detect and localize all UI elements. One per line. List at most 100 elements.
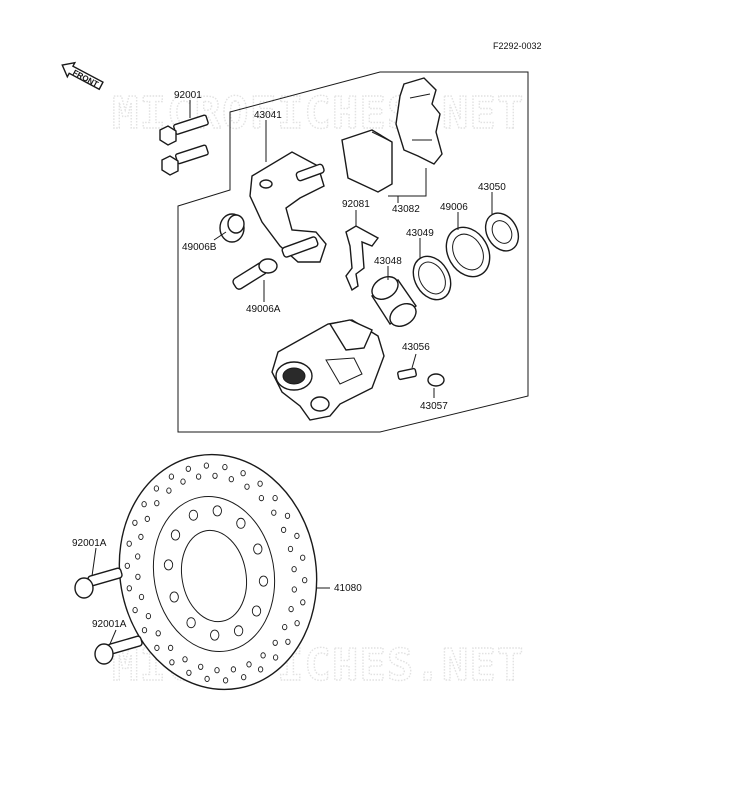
disc-hole [195, 473, 202, 480]
caliper-body [271, 319, 385, 421]
disc-hole [230, 666, 237, 673]
disc-hole [141, 627, 148, 634]
disc-hole [258, 575, 269, 587]
disc-hole [126, 585, 132, 592]
disc-hole [138, 533, 144, 540]
disc-hole [228, 476, 234, 483]
disc-hole [163, 559, 174, 571]
disc-hole [180, 478, 186, 485]
label-43041: 43041 [254, 110, 282, 121]
slide-pin-49006a [232, 258, 278, 290]
disc-hole [185, 465, 191, 472]
front-label: FRONT [71, 68, 100, 89]
bolt-92001-lower [161, 144, 209, 176]
disc-hole [141, 501, 147, 508]
label-49006a: 49006A [246, 304, 281, 315]
disc-hole [167, 644, 174, 651]
disc-hole [186, 617, 196, 629]
label-43048: 43048 [374, 256, 402, 267]
pad-spring [345, 225, 380, 292]
disc-hole [291, 586, 297, 593]
assembly-outline [177, 71, 529, 433]
disc-hole [253, 543, 263, 555]
disc-hole [251, 605, 262, 617]
disc-hole [124, 562, 130, 569]
disc-hole [186, 669, 192, 676]
disc-hole [241, 674, 247, 681]
disc-hole [154, 644, 160, 651]
disc-hole [153, 485, 160, 492]
disc-hole [210, 629, 220, 641]
disc-hole [203, 462, 210, 469]
label-92081: 92081 [342, 199, 370, 210]
piston-seal-ring [412, 255, 452, 301]
disc-hole [168, 473, 175, 480]
disc-hole [291, 566, 297, 573]
disc-hole [138, 593, 145, 601]
disc-hole [300, 599, 306, 606]
disc-hole [272, 654, 279, 661]
label-49006b: 49006B [182, 242, 217, 253]
label-92001: 92001 [174, 90, 202, 101]
label-92001a-lower: 92001A [92, 619, 127, 630]
disc-hole [272, 639, 278, 646]
disc-hole [280, 526, 287, 533]
disc-hole [236, 517, 246, 529]
disc-hole [222, 464, 228, 471]
disc-hole [287, 545, 294, 553]
disc-hole [169, 591, 179, 603]
disc-hole [272, 495, 278, 502]
caliper-piston [371, 276, 417, 327]
disc-hole [155, 630, 161, 637]
disc-hole [132, 519, 138, 526]
disc-hole [132, 607, 138, 614]
disc-hole [214, 667, 220, 674]
disc-hole [294, 620, 300, 627]
label-41080: 41080 [334, 583, 362, 594]
disc-bolt-lower [94, 635, 143, 665]
disc-hole [302, 577, 308, 584]
disc-hole [135, 553, 141, 560]
disc-hole [126, 540, 132, 547]
disc-hole [260, 652, 266, 659]
disc-hole [282, 624, 288, 631]
disc-hole [285, 638, 291, 645]
disc-hole [166, 487, 172, 494]
piston-boot [484, 212, 520, 252]
disc-hole [182, 656, 188, 663]
bleeder-cap [427, 373, 445, 387]
label-92001a-upper: 92001A [72, 538, 107, 549]
pin-boot-49006b [219, 213, 245, 243]
disc-hole [204, 675, 210, 682]
disc-hole [300, 554, 306, 561]
disc-hole [257, 666, 264, 673]
disc-hole [170, 529, 181, 541]
label-43049: 43049 [406, 228, 434, 239]
disc-hole [188, 509, 199, 521]
disc-hole [288, 606, 294, 613]
disc-hole [154, 500, 160, 507]
disc-hole [271, 509, 277, 516]
disc-hole [169, 659, 175, 666]
disc-hole [294, 532, 300, 539]
disc-hole [135, 573, 141, 580]
disc-bolt-upper [74, 567, 123, 599]
dust-seal-ring [445, 226, 491, 278]
label-43057: 43057 [420, 401, 448, 412]
disc-hole [145, 613, 152, 620]
disc-hole [246, 661, 252, 668]
bleeder-valve [397, 367, 417, 381]
brake-pads [341, 77, 443, 193]
bolt-92001-upper [159, 114, 209, 146]
disc-hole [257, 480, 263, 487]
diagram-code: F2292-0032 [493, 41, 542, 51]
label-43050: 43050 [478, 182, 506, 193]
disc-hole [240, 470, 246, 477]
brake-disc [118, 453, 318, 691]
label-43082: 43082 [392, 204, 420, 215]
disc-hole [258, 495, 265, 502]
caliper-holder-bracket [249, 151, 327, 263]
disc-hole [212, 472, 218, 479]
